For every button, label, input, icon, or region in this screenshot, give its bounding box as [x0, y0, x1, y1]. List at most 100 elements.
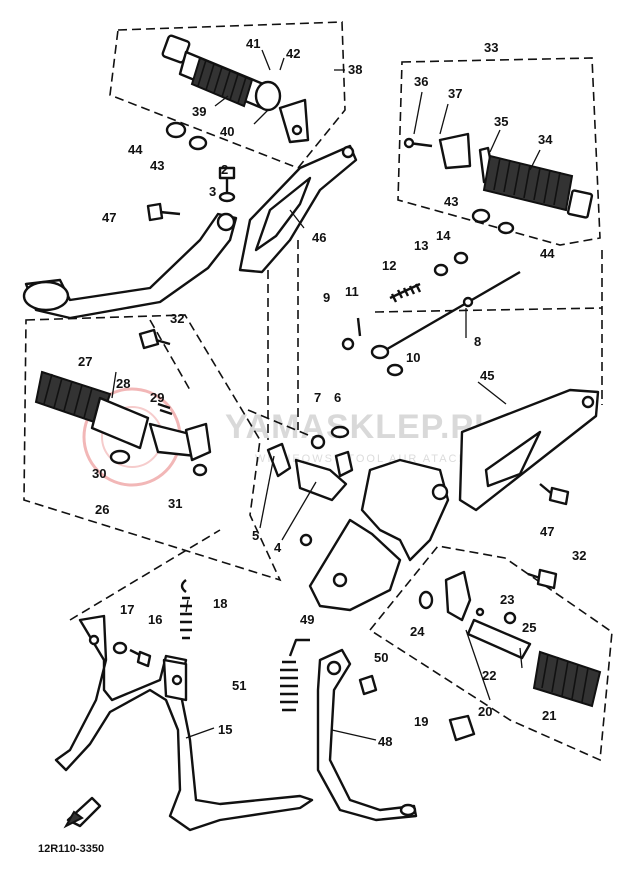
callout-14: 14 [436, 228, 451, 243]
washer-6 [330, 425, 350, 439]
callout-47-left: 47 [102, 210, 116, 225]
callout-29: 29 [150, 390, 164, 405]
callout-23: 23 [500, 592, 514, 607]
box-assembly-20 [368, 545, 613, 762]
front-arrow-icon [63, 796, 102, 829]
footrest-assembly-33 [403, 132, 594, 219]
brake-rod [381, 270, 521, 354]
brake-pedal-pivot [216, 212, 236, 232]
bolt-32-right [527, 568, 558, 590]
callout-45: 45 [480, 368, 494, 383]
callout-51: 51 [232, 678, 246, 693]
callout-5: 5 [252, 528, 259, 543]
rod-clevis [370, 344, 390, 360]
nut-19 [448, 714, 476, 742]
callout-7: 7 [314, 390, 321, 405]
callout-42: 42 [286, 46, 300, 61]
footrest-assembly-20 [418, 570, 602, 708]
callout-19: 19 [414, 714, 428, 729]
brake-pedal-pad [22, 280, 70, 312]
switch-body [294, 458, 348, 502]
callout-25: 25 [522, 620, 536, 635]
callout-46: 46 [312, 230, 326, 245]
callout-43-right: 43 [444, 194, 458, 209]
callout-30: 30 [92, 466, 106, 481]
footrest-bracket [278, 98, 310, 144]
callout-2: 2 [221, 162, 228, 177]
bolt-16 [129, 648, 152, 668]
callout-34: 34 [538, 132, 553, 147]
bolt-32-left [138, 328, 171, 350]
brake-switch-assembly [266, 425, 350, 547]
callout-37: 37 [448, 86, 462, 101]
callout-28: 28 [116, 376, 130, 391]
footrest-rubber-34 [482, 154, 574, 212]
spring-5 [266, 442, 292, 478]
callout-12: 12 [382, 258, 396, 273]
callout-38: 38 [348, 62, 362, 77]
callout-20: 20 [478, 704, 492, 719]
side-stand-48 [316, 648, 418, 822]
callouts: 2 3 4 5 6 7 8 9 10 11 12 13 14 15 16 17 … [78, 36, 586, 749]
assembly-boxes [23, 21, 613, 762]
nut-14 [453, 251, 469, 265]
callout-13: 13 [414, 238, 428, 253]
bolt-4 [299, 533, 313, 547]
brake-rod-8 [370, 270, 521, 360]
center-bracket-lower [308, 518, 402, 612]
callout-43-top: 43 [150, 158, 164, 173]
callout-16: 16 [148, 612, 162, 627]
callout-24: 24 [410, 624, 425, 639]
spring-12 [389, 282, 422, 303]
box-assembly-38 [109, 21, 346, 169]
bolt-47-left [146, 202, 181, 222]
footrest-shaft-22 [466, 618, 532, 660]
washer-17 [112, 641, 128, 655]
callout-10: 10 [406, 350, 420, 365]
clip-7 [310, 434, 326, 450]
washer-10 [386, 363, 404, 377]
center-bracket [308, 450, 450, 612]
footrest-end-cap-33 [566, 189, 594, 219]
callout-15: 15 [218, 722, 232, 737]
callout-6: 6 [334, 390, 341, 405]
callout-26: 26 [95, 502, 109, 517]
nut-50 [358, 674, 378, 696]
watermark-sub: WICHEOWST TOOL AUR ATACHA [255, 453, 478, 465]
callout-3: 3 [209, 184, 216, 199]
callout-47-right: 47 [540, 524, 554, 539]
pin-30 [109, 449, 131, 465]
brake-pedal [22, 212, 238, 320]
callout-4: 4 [274, 540, 282, 555]
callout-33: 33 [484, 40, 498, 55]
side-stand-leg [316, 648, 418, 822]
footrest-bracket-35 [438, 132, 472, 170]
center-bracket-body [360, 458, 450, 562]
callout-32-left: 32 [170, 311, 184, 326]
pin-9 [341, 337, 355, 351]
callout-17: 17 [120, 602, 134, 617]
clip-31 [192, 463, 208, 477]
part-code: 12R110-3350 [38, 843, 104, 855]
watermark: YAMASKLEP.PL WICHEOWST TOOL AUR ATACHA [82, 387, 495, 487]
footrest-bracket-20 [444, 570, 472, 622]
callout-39: 39 [192, 104, 206, 119]
nut-44-top [165, 121, 187, 139]
bracket-46-plate [238, 144, 358, 274]
box-assembly-26 [23, 314, 282, 582]
frame-bracket-45 [458, 388, 600, 512]
callout-21: 21 [542, 708, 556, 723]
spring-29 [157, 402, 173, 416]
footrest-boss [254, 80, 282, 112]
pin-24 [418, 590, 434, 610]
callout-18: 18 [213, 596, 227, 611]
callout-41: 41 [246, 36, 260, 51]
callout-44-top: 44 [128, 142, 143, 157]
nut-13 [433, 263, 449, 277]
spring-23 [475, 607, 485, 617]
callout-48: 48 [378, 734, 392, 749]
main-stand-frame [54, 614, 314, 832]
callout-31: 31 [168, 496, 182, 511]
bolt-47-right [539, 483, 570, 506]
